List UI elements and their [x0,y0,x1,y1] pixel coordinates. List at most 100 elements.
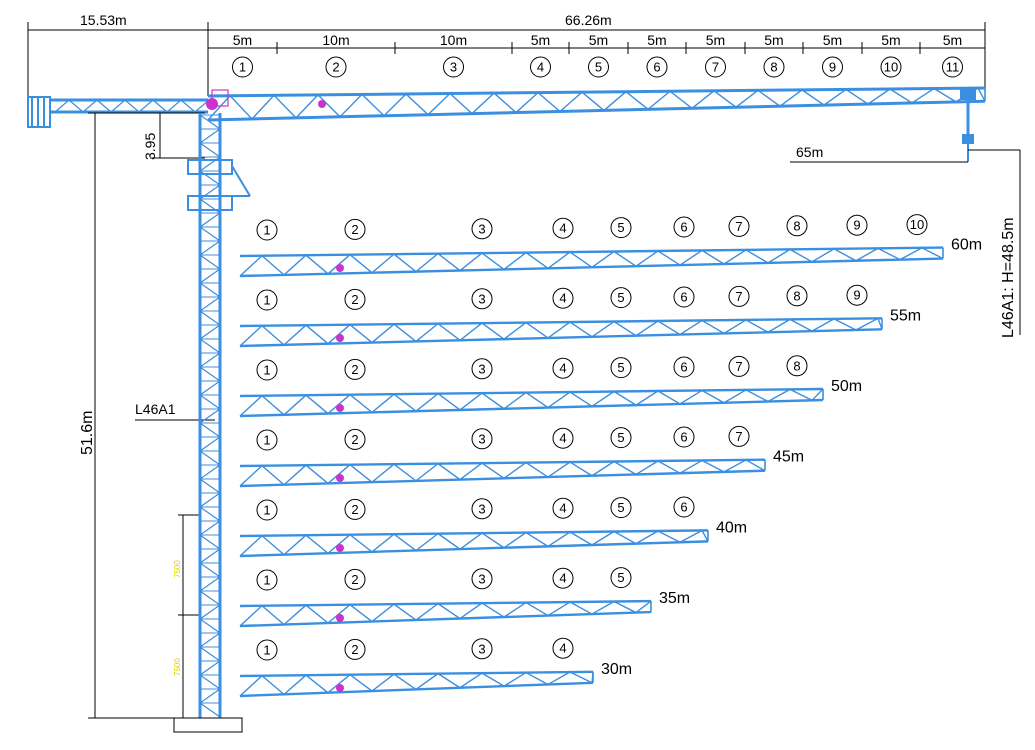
jib-length-label: 40m [716,519,747,536]
segment-ticks [207,42,986,54]
svg-text:10: 10 [884,60,898,75]
svg-text:2: 2 [351,572,358,587]
svg-text:6: 6 [680,430,687,445]
segment-length: 5m [233,32,252,48]
svg-text:8: 8 [793,218,800,233]
jib-segment-number: 3 [471,568,493,590]
jib-segment-number: 5 [610,287,632,309]
svg-text:4: 4 [559,221,566,236]
segment-length: 10m [440,32,467,48]
jib-segment-number: 9 [846,214,868,236]
jib-config-40m: 1 2 3 4 5 6 40m [239,496,747,558]
segment-number: 8 [763,56,785,78]
svg-text:5: 5 [617,500,624,515]
svg-text:2: 2 [351,292,358,307]
svg-text:9: 9 [829,60,836,75]
trolley-marker [336,684,344,692]
segment-length: 5m [589,32,608,48]
jib-segment-number: 7 [728,425,750,447]
segment-number: 5 [588,56,609,78]
svg-text:2: 2 [351,362,358,377]
jib-length-label: 45m [773,449,804,466]
svg-text:8: 8 [793,358,800,373]
jib-segment-number: 6 [673,496,695,518]
svg-text:1: 1 [263,433,270,448]
svg-text:6: 6 [653,60,660,75]
segment-number: 3 [443,56,464,78]
radius-label: 65m [796,144,823,160]
tower-base [173,717,243,733]
svg-text:6: 6 [680,360,687,375]
tower-model-label: L46A1 [135,401,176,417]
svg-text:5: 5 [617,220,624,235]
svg-text:9: 9 [853,218,860,233]
svg-text:1: 1 [263,223,270,238]
counter-jib [27,96,210,128]
jib-segment-number: 8 [786,215,808,237]
svg-text:2: 2 [351,432,358,447]
jib-segment-number: 1 [256,499,278,521]
jib-segment-number: 1 [256,429,278,451]
jib-segment-number: 3 [471,498,493,520]
svg-text:4: 4 [559,641,566,656]
jib-segment-number: 1 [256,359,278,381]
trolley-marker [336,544,344,552]
jib-truss [239,458,766,488]
svg-text:4: 4 [559,431,566,446]
svg-text:7: 7 [735,429,742,444]
svg-text:3: 3 [478,291,485,306]
svg-text:5: 5 [595,60,602,75]
jib-segment-number: 7 [728,355,750,377]
jib-segment-number: 2 [344,288,366,310]
svg-text:4: 4 [559,501,566,516]
segment-number: 6 [646,56,668,78]
jib-segment-number: 8 [786,355,808,377]
svg-text:8: 8 [793,288,800,303]
trolley-marker [336,614,344,622]
main-jib: 65m L46A1: H=48.5m [27,86,1021,338]
svg-text:6: 6 [680,220,687,235]
segment-number: 4 [530,56,551,78]
svg-text:2: 2 [351,222,358,237]
jib-segment-number: 6 [673,286,695,308]
segment-length: 5m [943,32,962,48]
jib-segment-number: 3 [471,358,493,380]
jib-segment-number: 2 [344,358,366,380]
segment-number: 2 [325,56,347,78]
tower-section-note-1: 7500 [173,560,182,578]
svg-text:5: 5 [617,290,624,305]
svg-text:2: 2 [351,502,358,517]
jib-segment-number: 4 [552,427,574,449]
jib-length-label: 55m [890,307,921,324]
jib-segment-number: 4 [552,567,574,589]
svg-text:1: 1 [263,573,270,588]
svg-text:3: 3 [478,571,485,586]
svg-text:5: 5 [617,430,624,445]
jib-segment-number: 5 [610,217,632,239]
jib-segment-number: 5 [610,567,632,589]
segment-number: 11 [942,56,963,78]
jib-segment-number: 2 [344,218,366,240]
segment-length: 5m [706,32,725,48]
svg-text:7: 7 [712,60,719,75]
model-height-label: L46A1: H=48.5m [1000,217,1017,338]
jib-segment-number: 4 [552,497,574,519]
svg-text:1: 1 [263,643,270,658]
trolley-marker [336,404,344,412]
svg-text:1: 1 [263,293,270,308]
jib-config-45m: 1 2 3 4 5 6 7 45m [239,425,804,488]
jib-length-label: 60m [951,237,982,254]
jib-segment-number: 3 [471,638,493,660]
svg-text:7: 7 [735,289,742,304]
jib-truss [239,670,594,698]
jib-segment-number: 6 [673,426,695,448]
jib-segment-number: 5 [610,497,632,519]
jib-segment-number: 9 [846,284,868,306]
segment-length: 10m [322,32,349,48]
segment-length: 5m [764,32,783,48]
svg-text:3: 3 [478,431,485,446]
jib-segment-number: 7 [728,215,750,237]
